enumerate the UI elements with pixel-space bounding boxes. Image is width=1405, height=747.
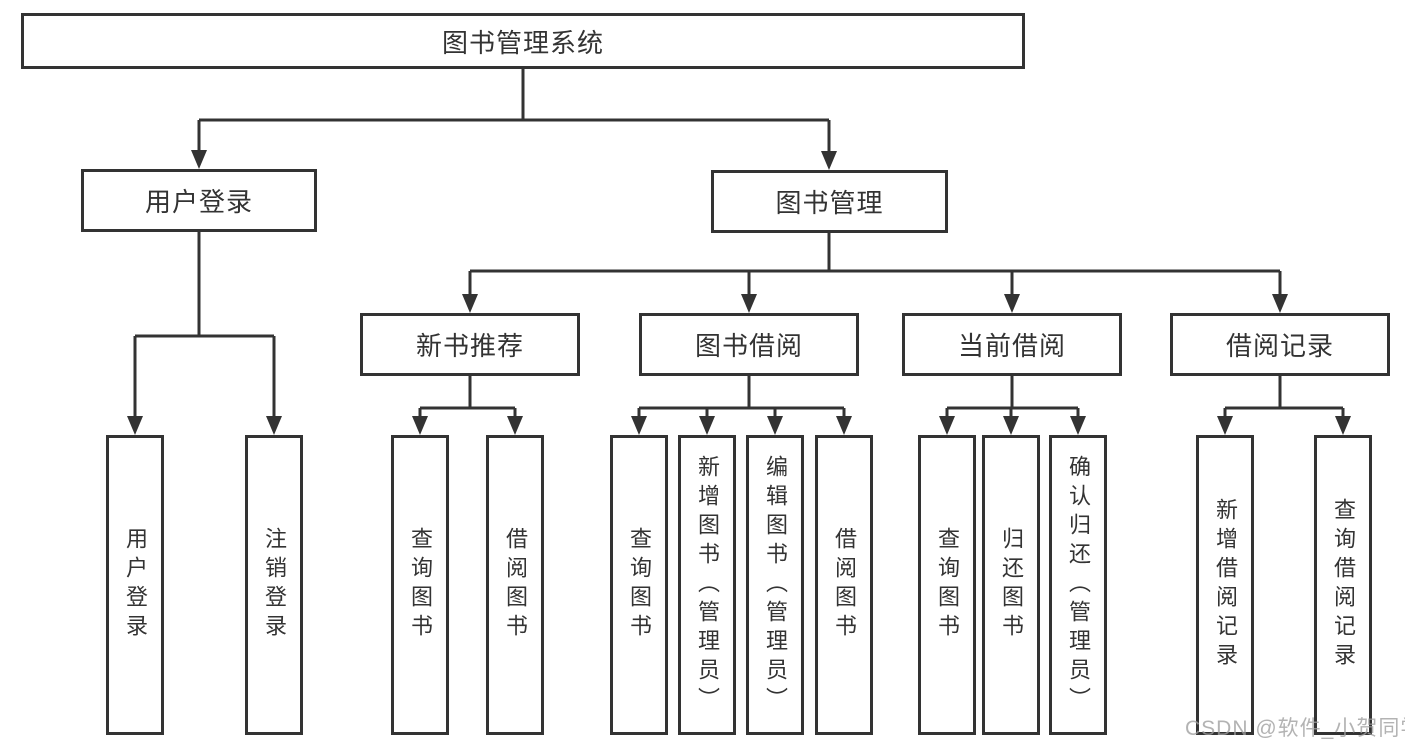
connector-book-management-to-level3 [468, 233, 1282, 298]
arrow-down-icon [507, 416, 523, 435]
leaf-label: 借阅图书 [832, 527, 857, 643]
leaf-label: 新增图书（管理员） [695, 454, 720, 716]
node-user-login: 用户登录 [81, 169, 317, 232]
leaf-label: 编辑图书（管理员） [763, 454, 788, 716]
arrow-down-icon [1070, 416, 1086, 435]
arrow-down-icon [266, 416, 282, 435]
node-book-borrow: 图书借阅 [639, 313, 859, 376]
arrow-down-icon [939, 416, 955, 435]
leaf-add-borrow-record: 新增借阅记录 [1196, 435, 1254, 735]
leaf-query-books-recommend: 查询图书 [391, 435, 449, 735]
node-new-book-recommend: 新书推荐 [360, 313, 580, 376]
leaf-query-books-current: 查询图书 [918, 435, 976, 735]
leaf-label: 用户登录 [123, 527, 148, 643]
leaf-label: 新增借阅记录 [1213, 498, 1238, 672]
leaf-label: 查询图书 [935, 527, 960, 643]
connector-current-borrow-to-leaves [945, 376, 1080, 420]
node-label: 图书管理 [775, 188, 884, 218]
leaf-label: 归还图书 [999, 527, 1024, 643]
arrow-down-icon [127, 416, 143, 435]
arrow-down-icon [767, 416, 783, 435]
connector-book-borrow-to-leaves [637, 376, 846, 420]
leaf-label: 确认归还（管理员） [1066, 454, 1091, 716]
arrow-down-icon [741, 294, 757, 313]
arrow-down-icon [821, 151, 837, 170]
csdn-watermark: CSDN @软件_小贺同学 [1185, 717, 1405, 740]
node-label: 图书借阅 [694, 331, 803, 361]
leaf-borrow-books-recommend: 借阅图书 [486, 435, 544, 735]
arrow-down-icon [1217, 416, 1233, 435]
connector-borrow-records-to-leaves [1223, 376, 1345, 420]
arrow-down-icon [1004, 294, 1020, 313]
connector-root-to-level2 [197, 69, 831, 155]
node-label: 用户登录 [144, 187, 253, 217]
arrowheads [127, 150, 1351, 435]
arrow-down-icon [631, 416, 647, 435]
node-library-management-system: 图书管理系统 [21, 13, 1025, 69]
arrow-down-icon [462, 294, 478, 313]
leaf-confirm-return-admin: 确认归还（管理员） [1049, 435, 1107, 735]
leaf-query-books-borrow: 查询图书 [610, 435, 668, 735]
leaf-logout: 注销登录 [245, 435, 303, 735]
leaf-query-borrow-record: 查询借阅记录 [1314, 435, 1372, 735]
arrow-down-icon [699, 416, 715, 435]
node-label: 新书推荐 [415, 331, 524, 361]
node-book-management: 图书管理 [711, 170, 948, 233]
arrow-down-icon [1335, 416, 1351, 435]
leaf-add-books-admin: 新增图书（管理员） [678, 435, 736, 735]
leaf-edit-books-admin: 编辑图书（管理员） [746, 435, 804, 735]
arrow-down-icon [412, 416, 428, 435]
leaf-user-login: 用户登录 [106, 435, 164, 735]
connector-lines [133, 69, 1345, 420]
connector-user-login-to-leaves [133, 232, 276, 420]
leaf-label: 查询图书 [408, 527, 433, 643]
arrow-down-icon [836, 416, 852, 435]
leaf-label: 查询借阅记录 [1331, 498, 1356, 672]
node-label: 借阅记录 [1225, 331, 1334, 361]
leaf-borrow-books: 借阅图书 [815, 435, 873, 735]
arrow-down-icon [191, 150, 207, 169]
leaf-label: 注销登录 [262, 527, 287, 643]
node-label: 当前借阅 [957, 331, 1066, 361]
leaf-return-books: 归还图书 [982, 435, 1040, 735]
leaf-label: 查询图书 [627, 527, 652, 643]
arrow-down-icon [1272, 294, 1288, 313]
node-current-borrow: 当前借阅 [902, 313, 1122, 376]
connector-new-book-recommend-to-leaves [418, 376, 517, 420]
arrow-down-icon [1003, 416, 1019, 435]
node-label: 图书管理系统 [441, 27, 604, 58]
leaf-label: 借阅图书 [503, 527, 528, 643]
node-borrow-records: 借阅记录 [1170, 313, 1390, 376]
